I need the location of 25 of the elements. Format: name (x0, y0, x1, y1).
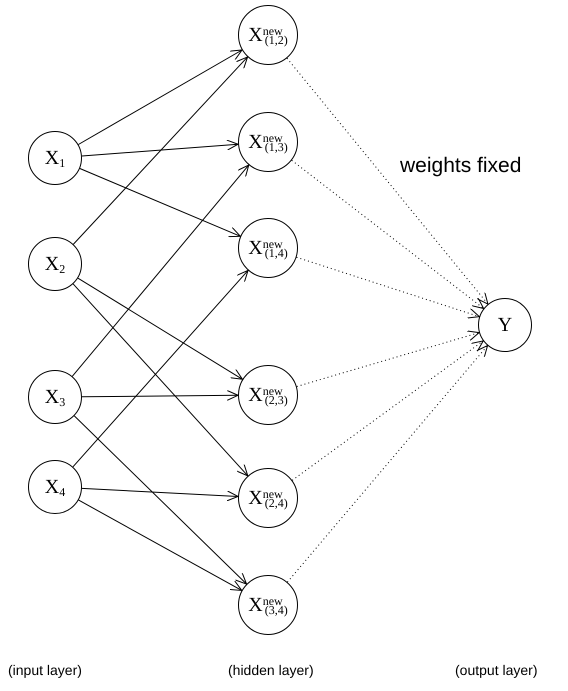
arrow (72, 164, 250, 377)
arrow (82, 390, 238, 401)
annotation: weights fixed (400, 153, 522, 179)
node-label: X$_{4}$ (44, 477, 66, 497)
arrow (78, 500, 242, 591)
arrow (292, 340, 484, 481)
arrow (81, 140, 239, 156)
arrow (78, 50, 243, 145)
arrow (74, 415, 248, 585)
layer-caption: (output layer) (455, 661, 538, 680)
node-label: X$_{1}$ (44, 148, 66, 168)
arrow (286, 345, 488, 583)
arrow (79, 168, 241, 238)
arrow (296, 330, 480, 387)
arrow (78, 278, 243, 380)
arrow (291, 160, 484, 309)
layer-caption: (hidden layer) (228, 661, 314, 680)
arrow (286, 58, 488, 305)
node-label: X$_{2}$ (44, 254, 66, 274)
node-label: X$_{3}$ (44, 387, 66, 407)
arrow (72, 56, 248, 245)
layer-caption: (input layer) (8, 661, 82, 680)
node-label: Y (498, 315, 512, 335)
arrow (81, 488, 239, 502)
arrow (296, 256, 480, 319)
